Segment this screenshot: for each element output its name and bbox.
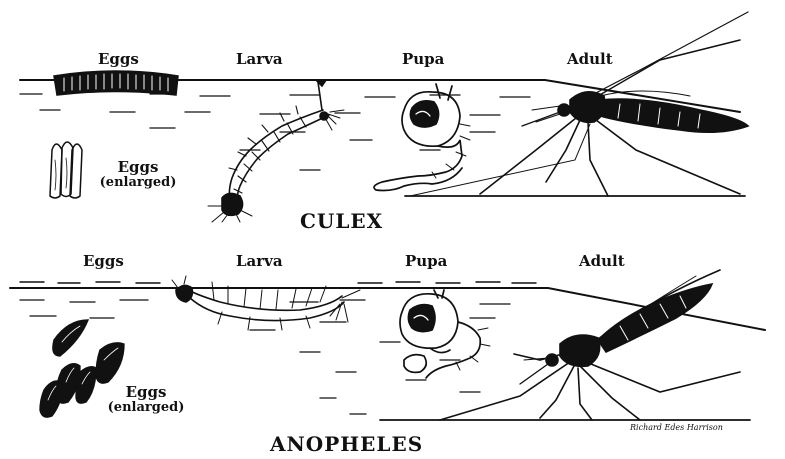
culex-larva: [208, 80, 344, 222]
culex-adult-label: Adult: [567, 50, 613, 68]
anopheles-larva-label: Larva: [236, 252, 283, 270]
culex-pupa-label: Pupa: [402, 50, 444, 68]
anopheles-eggs-enlarged-caption: Eggs (enlarged): [106, 383, 186, 415]
culex-section: [20, 12, 748, 222]
culex-eggs-label: Eggs: [98, 50, 139, 68]
anopheles-pupa-label: Pupa: [405, 252, 447, 270]
anopheles-enlarged-note: (enlarged): [106, 401, 186, 415]
culex-egg-raft: [54, 71, 178, 95]
culex-eggs-enlarged-caption: Eggs (enlarged): [98, 158, 178, 190]
anopheles-genus-title: ANOPHELES: [270, 432, 423, 456]
anopheles-water-ripples: [20, 300, 510, 414]
anopheles-surface-dashes: [20, 282, 536, 283]
culex-pupa: [374, 84, 470, 191]
culex-eggs-enlarged: [50, 142, 82, 198]
anopheles-eggs-label: Eggs: [83, 252, 124, 270]
anopheles-pupa: [400, 290, 490, 378]
culex-enlarged-note: (enlarged): [98, 176, 178, 190]
anopheles-eggs-enlarged-label: Eggs: [106, 383, 186, 401]
culex-larva-label: Larva: [236, 50, 283, 68]
artist-signature: Richard Edes Harrison: [630, 423, 723, 432]
anopheles-adult-label: Adult: [579, 252, 625, 270]
culex-eggs-enlarged-label: Eggs: [98, 158, 178, 176]
culex-genus-title: CULEX: [300, 209, 383, 233]
